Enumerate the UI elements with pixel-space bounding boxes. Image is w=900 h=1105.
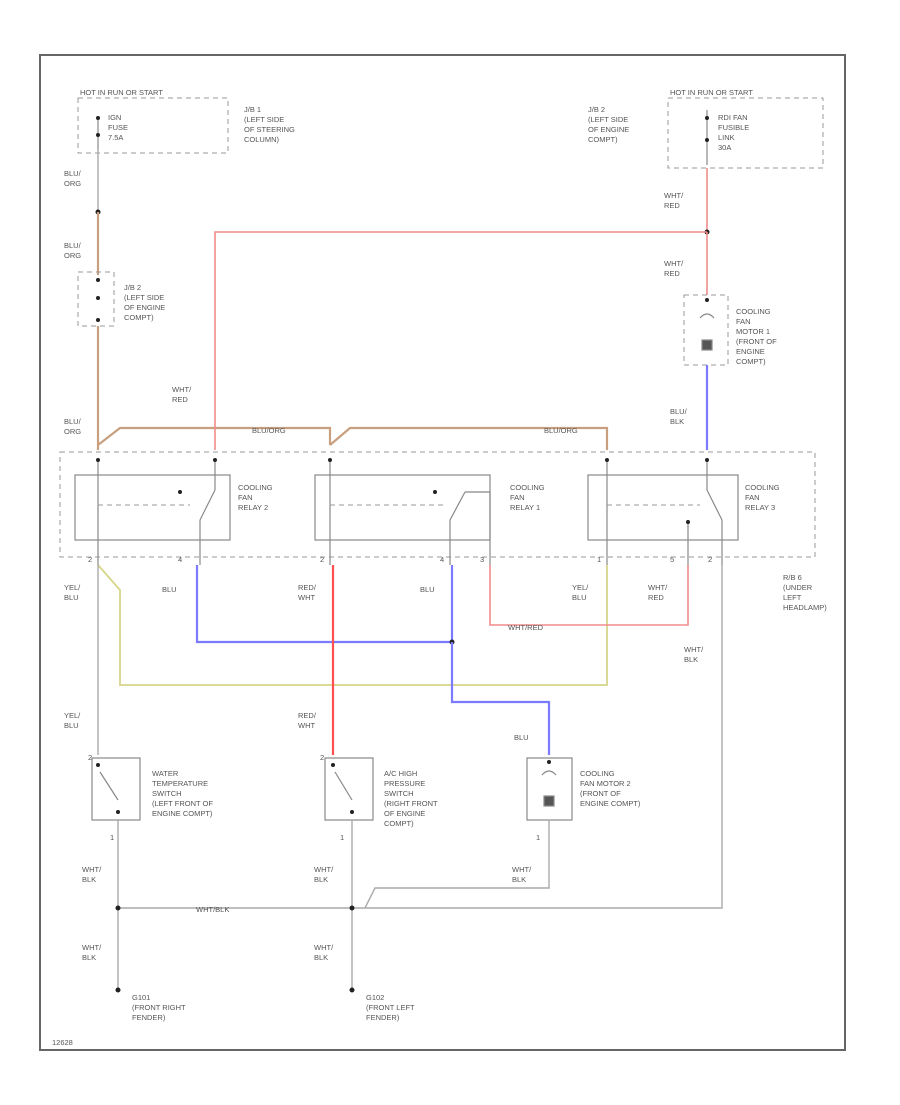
- wire-blu-org-top2: BLU/ORG: [544, 426, 578, 435]
- wire-wht-red-r2: WHT/RED: [664, 259, 684, 278]
- svg-text:5: 5: [670, 555, 674, 564]
- wire-wht-blk-5: WHT/BLK: [314, 943, 334, 962]
- motor1-box: [683, 294, 729, 366]
- wire-blu-org-2: BLU/ORG: [64, 241, 82, 260]
- wire-wht-blk-h: WHT/BLK: [196, 905, 229, 914]
- diagram-code: 12628: [52, 1038, 73, 1047]
- wire-yel-blu-1: YEL/BLU: [64, 583, 81, 602]
- svg-text:2: 2: [88, 555, 92, 564]
- wire-blu-org-1: BLU/ORG: [64, 169, 82, 188]
- wire-wht-red-mid: WHT/RED: [172, 385, 192, 404]
- svg-text:1: 1: [340, 833, 344, 842]
- water-sw-box: [91, 757, 141, 821]
- diagram-frame: [39, 54, 846, 1051]
- wire-yel-blu-3: YEL/BLU: [64, 711, 81, 730]
- hot-label-right: HOT IN RUN OR START: [670, 88, 753, 97]
- wire-red-wht-2: RED/WHT: [298, 711, 317, 730]
- relay2-box: [74, 474, 231, 541]
- motor2-box: [526, 757, 573, 821]
- svg-text:1: 1: [110, 833, 114, 842]
- wire-wht-red-r1: WHT/RED: [664, 191, 684, 210]
- wire-blu-3: BLU: [514, 733, 529, 742]
- svg-text:4: 4: [178, 555, 182, 564]
- svg-text:2: 2: [320, 555, 324, 564]
- wire-wht-blk-1: WHT/BLK: [82, 865, 102, 884]
- jb2-fuse-box: [667, 97, 824, 169]
- wire-wht-red-h: WHT/RED: [508, 623, 544, 632]
- svg-text:1: 1: [536, 833, 540, 842]
- svg-text:3: 3: [480, 555, 484, 564]
- hot-label-left: HOT IN RUN OR START: [80, 88, 163, 97]
- wire-blu-blk: BLU/BLK: [670, 407, 688, 426]
- wire-red-wht-1: RED/WHT: [298, 583, 317, 602]
- jb2-left-box: [77, 271, 115, 327]
- relay3-box: [587, 474, 739, 541]
- wire-blu-org-3: BLU/ORG: [64, 417, 82, 436]
- svg-text:4: 4: [440, 555, 444, 564]
- jb1-fuse-box: [77, 97, 229, 154]
- wire-wht-blk-4: WHT/BLK: [82, 943, 102, 962]
- rb6-box: [59, 451, 816, 558]
- wire-wht-blk-3: WHT/BLK: [512, 865, 532, 884]
- wire-wht-blk-r: WHT/BLK: [684, 645, 704, 664]
- wire-wht-red-2: WHT/RED: [648, 583, 668, 602]
- svg-text:1: 1: [597, 555, 601, 564]
- svg-text:2: 2: [708, 555, 712, 564]
- svg-text:2: 2: [320, 753, 324, 762]
- wire-wht-blk-2: WHT/BLK: [314, 865, 334, 884]
- ac-sw-box: [324, 757, 374, 821]
- wire-blu-org-top1: BLU/ORG: [252, 426, 286, 435]
- relay1-box: [314, 474, 491, 541]
- wire-blu-2: BLU: [420, 585, 435, 594]
- svg-text:2: 2: [88, 753, 92, 762]
- wire-blu-1: BLU: [162, 585, 177, 594]
- wire-yel-blu-2: YEL/BLU: [572, 583, 589, 602]
